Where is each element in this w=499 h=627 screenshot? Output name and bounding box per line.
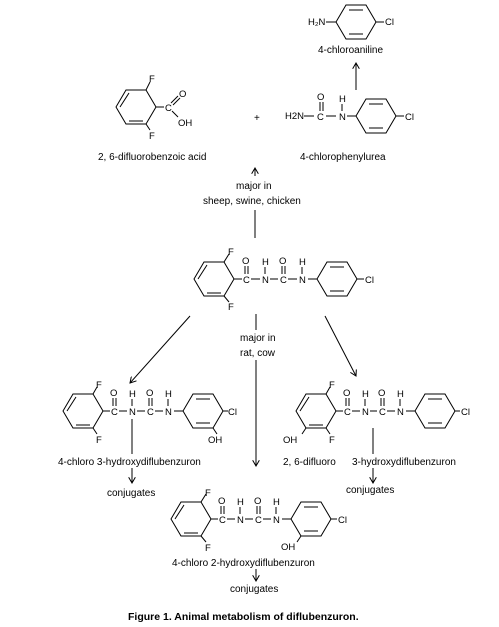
atom-c: C xyxy=(317,112,324,123)
atom-h2n: H2N xyxy=(285,111,304,122)
atom-c: C xyxy=(111,407,118,418)
label-conjugates-3: conjugates xyxy=(230,584,278,595)
difluorobenzoic-structure: F F C O OH xyxy=(115,74,192,142)
label-major-in: major in xyxy=(240,333,276,344)
atom-o: O xyxy=(179,89,186,100)
hydroxy-3-left-structure: F F C O N H C O N H Cl OH xyxy=(62,380,237,454)
atom-n: N xyxy=(339,112,346,123)
atom-c: C xyxy=(147,407,154,418)
atom-oh: OH xyxy=(281,542,295,553)
label-26-difluoro: 2, 6-difluoro xyxy=(283,457,336,468)
atom-h: H xyxy=(273,497,280,508)
label-3-hydroxy: 4-chloro 3-hydroxydiflubenzuron xyxy=(58,457,201,468)
atom-h: H xyxy=(237,497,244,508)
arrow-to-3-hydroxy xyxy=(130,315,191,383)
label-chlorophenylurea: 4-chlorophenylurea xyxy=(300,152,386,163)
atom-n: N xyxy=(362,407,369,418)
atom-f: F xyxy=(96,380,102,391)
atom-h: H xyxy=(165,389,172,400)
atom-c: C xyxy=(243,275,250,286)
atom-cl: Cl xyxy=(228,407,237,418)
atom-cl: Cl xyxy=(461,407,470,418)
atom-f: F xyxy=(96,435,102,446)
atom-n: N xyxy=(262,275,269,286)
atom-o: O xyxy=(146,388,153,399)
atom-c: C xyxy=(379,407,386,418)
label-species-2: rat, cow xyxy=(240,348,276,359)
atom-o: O xyxy=(343,388,350,399)
atom-h: H xyxy=(262,257,269,268)
atom-oh: OH xyxy=(208,435,222,446)
atom-n: N xyxy=(129,407,136,418)
atom-h: H xyxy=(339,94,346,105)
arrow-to-ring-hydroxy xyxy=(324,315,356,376)
atom-f: F xyxy=(228,247,234,258)
label-3-hydroxy-right: 3-hydroxydiflubenzuron xyxy=(352,457,456,468)
atom-f: F xyxy=(228,302,234,313)
figure-caption: Figure 1. Animal metabolism of diflubenz… xyxy=(128,611,359,623)
label-conjugates-2: conjugates xyxy=(346,485,394,496)
plus-sign: + xyxy=(254,113,260,124)
chloroaniline-structure: H₂N Cl xyxy=(308,4,394,40)
hydroxy-2-bottom-structure: F F C O N H C O N H Cl OH xyxy=(170,488,347,554)
atom-n: N xyxy=(237,515,244,526)
atom-o: O xyxy=(218,496,225,507)
atom-oh: OH xyxy=(178,118,192,129)
atom-f: F xyxy=(205,488,211,499)
label-species-1: sheep, swine, chicken xyxy=(203,196,301,207)
atom-f: F xyxy=(329,380,335,391)
diflubenzuron-structure: F F C O N H C O N H Cl xyxy=(193,247,374,313)
chlorophenylurea-structure: H2N C O N H Cl xyxy=(285,92,414,134)
atom-o: O xyxy=(110,388,117,399)
atom-c: C xyxy=(344,407,351,418)
atom-c: C xyxy=(219,515,226,526)
atom-o: O xyxy=(254,496,261,507)
atom-c: C xyxy=(280,275,287,286)
atom-cl: Cl xyxy=(385,17,394,28)
label-chloroaniline: 4-chloroaniline xyxy=(318,45,383,56)
atom-h: H xyxy=(362,389,369,400)
atom-c: C xyxy=(165,103,172,114)
atom-c: C xyxy=(255,515,262,526)
atom-h: H xyxy=(129,389,136,400)
atom-h2n: H₂N xyxy=(308,17,326,28)
atom-f: F xyxy=(205,543,211,554)
atom-n: N xyxy=(299,275,306,286)
label-major-in: major in xyxy=(236,181,272,192)
atom-f: F xyxy=(149,131,155,142)
atom-h: H xyxy=(299,257,306,268)
atom-cl: Cl xyxy=(338,515,347,526)
atom-cl: Cl xyxy=(405,112,414,123)
hydroxy-ring-right-structure: F F OH C O N H C O N H Cl xyxy=(283,380,470,454)
atom-cl: Cl xyxy=(365,275,374,286)
atom-n: N xyxy=(397,407,404,418)
atom-o: O xyxy=(317,92,324,103)
atom-o: O xyxy=(279,256,286,267)
atom-o: O xyxy=(242,256,249,267)
label-2-hydroxy: 4-chloro 2-hydroxydiflubenzuron xyxy=(172,558,315,569)
label-conjugates-1: conjugates xyxy=(107,488,155,499)
label-difluorobenzoic: 2, 6-difluorobenzoic acid xyxy=(98,152,206,163)
atom-n: N xyxy=(165,407,172,418)
atom-f: F xyxy=(149,74,155,85)
atom-n: N xyxy=(273,515,280,526)
atom-f: F xyxy=(329,435,335,446)
atom-h: H xyxy=(397,389,404,400)
atom-o: O xyxy=(378,388,385,399)
atom-oh: OH xyxy=(283,435,297,446)
